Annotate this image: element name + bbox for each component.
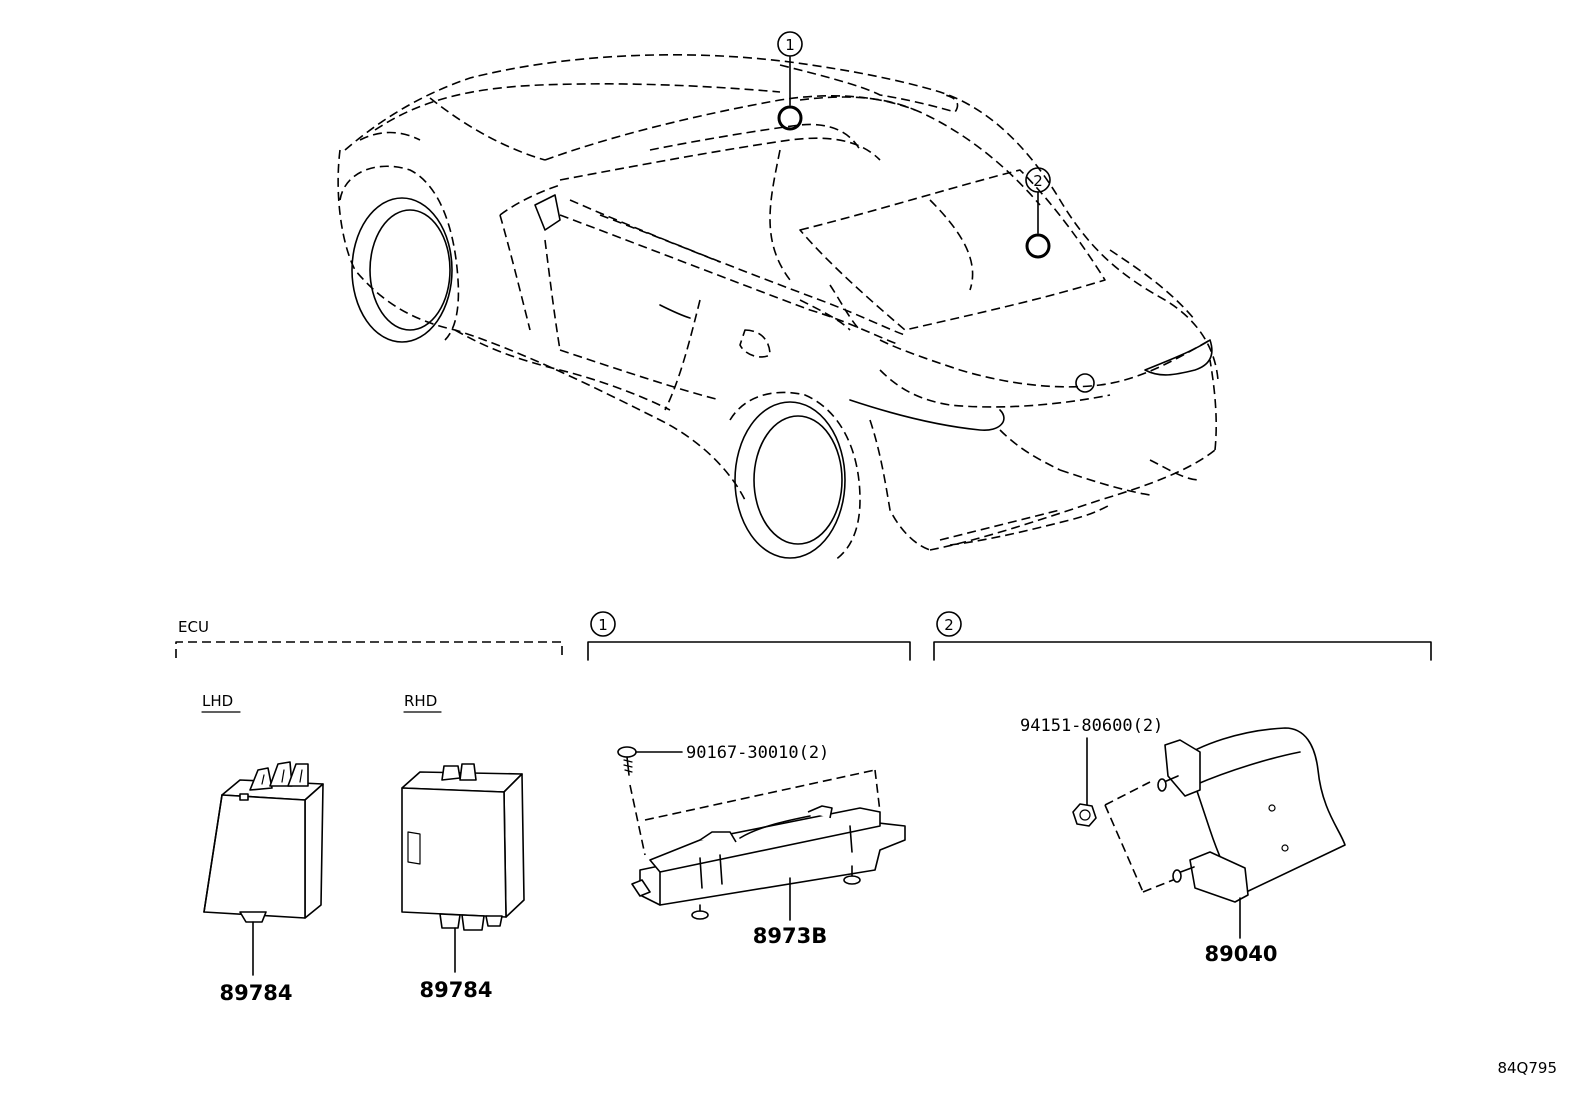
section-2-bracket [933, 641, 1432, 661]
ecu-rhd-part: RHD 89784 [401, 692, 525, 1002]
callout-1-label: 1 [785, 36, 795, 54]
part-number-sensor-1: 8973B [753, 924, 827, 948]
ecu-lhd-part: LHD 89784 [201, 692, 324, 1005]
rhd-label: RHD [404, 692, 437, 710]
ecu-section-label: ECU [178, 618, 209, 636]
part-number-screw: 90167-30010(2) [686, 743, 829, 763]
sensor-2-part: 89040 [1157, 727, 1346, 966]
section-2-circle [936, 611, 962, 637]
diagram-id: 84Q795 [1497, 1059, 1557, 1077]
section-2: 2 [933, 611, 1432, 661]
nut-part: 94151-80600(2) [1020, 716, 1179, 893]
section-2-label: 2 [944, 616, 954, 634]
section-1: 1 [587, 611, 911, 661]
callout-1-location-marker [777, 105, 803, 131]
callout-2-circle [1025, 167, 1051, 193]
part-number-sensor-2: 89040 [1204, 942, 1277, 966]
section-1-label: 1 [598, 616, 608, 634]
callout-1-circle [777, 31, 803, 57]
part-number-ecu-rhd: 89784 [419, 978, 492, 1002]
car-illustration: 1 2 [337, 31, 1219, 561]
part-number-nut: 94151-80600(2) [1020, 716, 1163, 736]
callout-2-location-marker [1025, 233, 1051, 259]
lhd-label: LHD [202, 692, 233, 710]
screw-part: 90167-30010(2) [617, 743, 881, 856]
callout-2-label: 2 [1033, 172, 1043, 190]
ecu-section-bracket [175, 641, 563, 658]
ecu-section: ECU [175, 618, 563, 658]
section-1-circle [590, 611, 616, 637]
section-1-bracket [587, 641, 911, 661]
sensor-1-part: 8973B [631, 805, 906, 948]
part-number-ecu-lhd: 89784 [219, 981, 292, 1005]
